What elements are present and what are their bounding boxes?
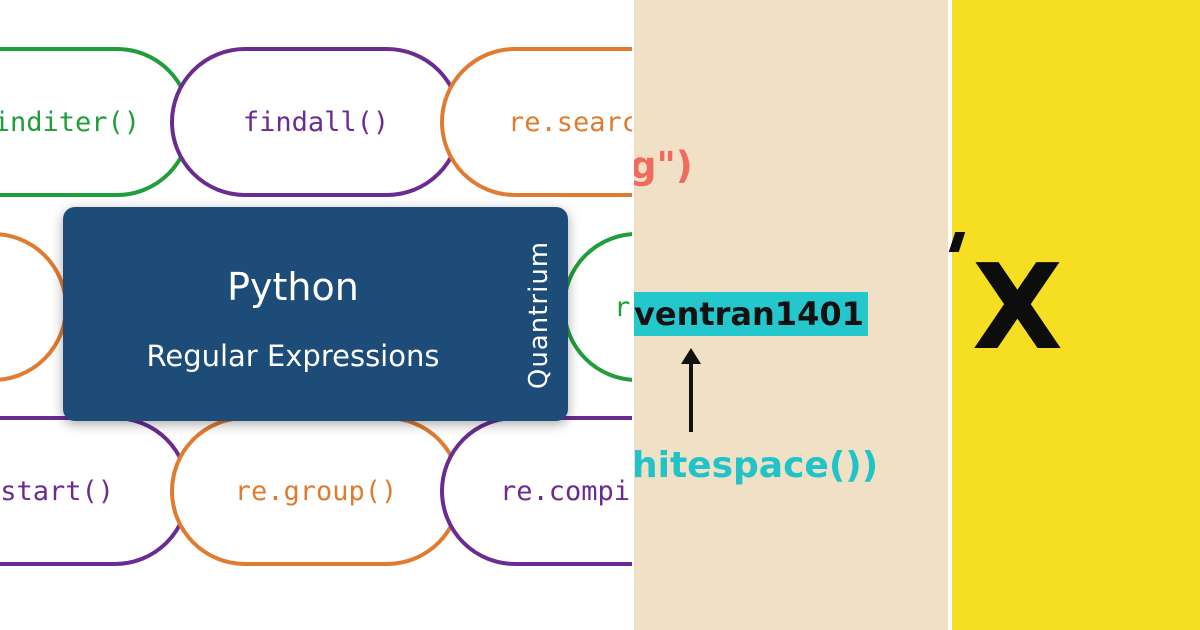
up-arrow-icon (681, 348, 701, 432)
pill-finditer-label: re.finditer() (0, 106, 140, 138)
title-card: Python Regular Expressions (63, 207, 568, 421)
pill-match-label: re.match() (614, 291, 632, 323)
title-python: Python (227, 265, 359, 309)
pill-match: re.match() (562, 232, 632, 382)
pill-finditer: re.finditer() (0, 47, 192, 197)
pill-search: re.search() (440, 47, 632, 197)
yellow-panel (952, 0, 1200, 630)
title-regular-expressions: Regular Expressions (146, 339, 440, 373)
pill-search-label: re.search() (508, 106, 632, 138)
regex-diagram-panel: re.finditer() findall() re.search() re.s… (0, 47, 632, 566)
code-fragment-teal: hitespace()) (634, 445, 879, 486)
pill-findall-label: findall() (242, 106, 390, 138)
panel-divider-right (948, 0, 952, 630)
panel-divider-left (632, 0, 634, 630)
pill-start-label: re.start() (0, 475, 114, 507)
big-x-glyph: X (972, 238, 1063, 376)
pill-group-label: re.group() (234, 475, 398, 507)
brand-quantrium: Quantrium (524, 240, 554, 390)
pill-compile-label: re.compile() (500, 475, 632, 507)
pill-sub: re.sub() (0, 232, 68, 382)
pill-sub-label: re.sub() (0, 236, 64, 378)
pill-group: re.group() (170, 416, 462, 566)
code-fragment-red: g") (634, 144, 693, 187)
code-snippet-panel: g") ventran1401 hitespace()) (634, 0, 948, 630)
pill-compile: re.compile() (440, 416, 632, 566)
pill-findall: findall() (170, 47, 462, 197)
highlighted-match: ventran1401 (634, 292, 868, 336)
pill-start: re.start() (0, 416, 190, 566)
